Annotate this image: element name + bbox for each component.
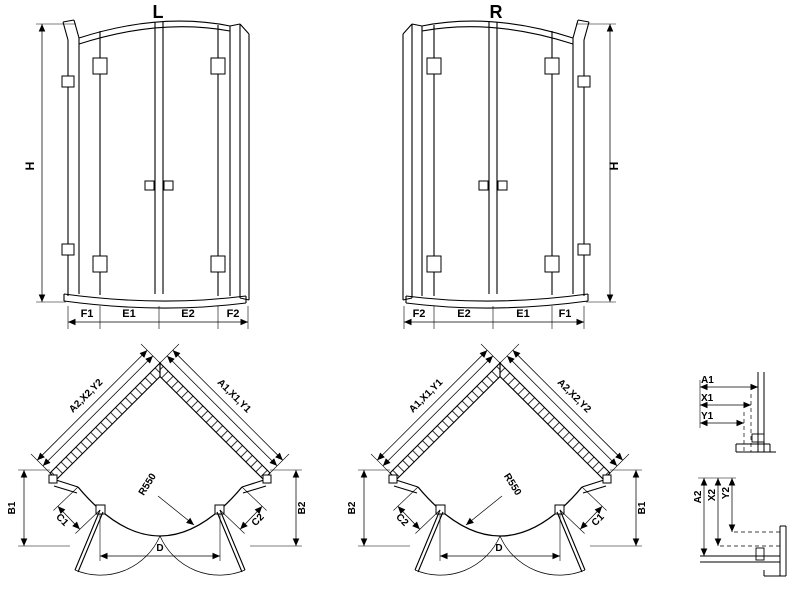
detail-horizontal-dim-3: Y1 [701, 411, 714, 422]
detail-horizontal-dim-2: X1 [701, 393, 714, 404]
plan-right-entry-width-label: D [495, 543, 502, 554]
plan-right-corner-right-label: C1 [590, 512, 607, 529]
elevation-right-dim-4: F1 [559, 308, 572, 320]
plan-left-side-left-label: B1 [7, 501, 18, 514]
profile-detail-horizontal [699, 372, 776, 453]
elevation-left-dim-4: F2 [227, 308, 240, 320]
plan-right-corner-left-label: C2 [393, 512, 410, 529]
detail-vertical-dim-1: A2 [693, 490, 704, 503]
elevation-right-dim-1: F2 [413, 308, 426, 320]
wall-profile-section [755, 547, 765, 561]
elevation-right-height-label: H [607, 162, 621, 171]
plan-right-radius-label: R550 [501, 472, 523, 498]
detail-horizontal-dim-1: A1 [701, 375, 714, 386]
elevation-right-dim-2: E2 [457, 308, 470, 320]
detail-vertical-dim-2: X2 [707, 488, 718, 501]
elevation-left-drawing [36, 20, 249, 329]
profile-detail-vertical [698, 477, 787, 577]
plan-left-drawing [18, 344, 302, 575]
elevation-right-dim-3: E1 [516, 308, 529, 320]
plan-right-side-left-label: B2 [347, 501, 358, 514]
plan-left-radius-label: R550 [137, 471, 159, 497]
plan-left-corner-right-label: C2 [250, 512, 267, 529]
detail-vertical-dim-3: Y2 [721, 486, 732, 499]
elevation-left-dim-2: E1 [122, 308, 135, 320]
elevation-right-variant-label: R [490, 2, 503, 22]
plan-right-side-right-label: B1 [637, 501, 648, 514]
plan-left-entry-width-label: D [156, 543, 163, 554]
elevation-right-drawing [403, 20, 616, 329]
plan-left-corner-left-label: C1 [53, 512, 70, 529]
wall-profile-section [751, 433, 765, 443]
elevation-left-variant-label: L [153, 2, 164, 22]
elevation-left-height-label: H [23, 162, 37, 171]
plan-left-side-right-label: B2 [297, 501, 308, 514]
elevation-left-dim-3: E2 [181, 308, 194, 320]
plan-right-drawing [358, 344, 642, 575]
elevation-left-dim-1: F1 [81, 308, 94, 320]
